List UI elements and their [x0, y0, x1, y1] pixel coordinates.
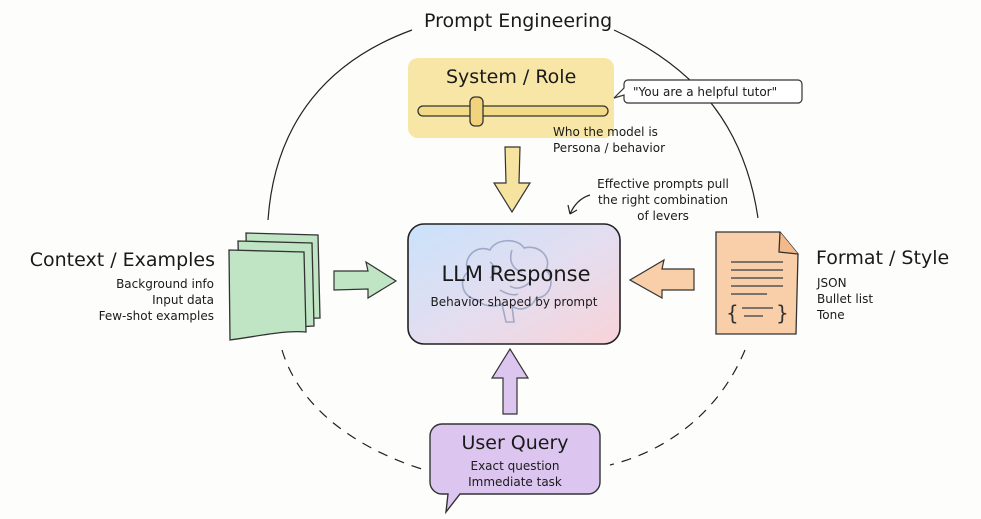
user-query-notes: Exact question Immediate task [430, 458, 600, 490]
context-note: Input data [152, 293, 214, 307]
system-role-quote: "You are a helpful tutor" [633, 85, 778, 99]
annotation-text: Effective prompts pull the right combina… [588, 176, 738, 224]
system-role-title: System / Role [446, 66, 577, 88]
annotation-line: the right combination [597, 193, 729, 207]
context-note: Few-shot examples [98, 309, 214, 323]
cycle-arc-top-left [267, 29, 413, 221]
quote-bubble [613, 79, 803, 104]
system-role-note: Who the model is [553, 125, 658, 139]
user-query-card [429, 423, 601, 515]
context-documents-icon [228, 232, 321, 341]
arrow-format-to-center [628, 258, 695, 300]
format-document-icon [715, 231, 799, 335]
slider-track[interactable] [417, 105, 609, 117]
arrow-context-to-center [333, 260, 398, 300]
format-note: JSON [817, 276, 847, 290]
cycle-arc-bottom-left [281, 349, 426, 471]
llm-response-title: LLM Response [441, 262, 591, 286]
user-query-title: User Query [461, 432, 569, 454]
annotation-line: of levers [637, 209, 689, 223]
format-notes: JSON Bullet list Tone [817, 275, 873, 323]
format-note: Bullet list [817, 292, 874, 306]
context-title: Context / Examples [29, 249, 215, 271]
user-query-note: Immediate task [468, 475, 562, 489]
llm-response-subtitle: Behavior shaped by prompt [430, 295, 598, 309]
system-role-note: Persona / behavior [553, 141, 666, 155]
user-query-note: Exact question [470, 459, 560, 473]
annotation-line: Effective prompts pull [597, 177, 729, 191]
context-notes: Background info Input data Few-shot exam… [99, 276, 214, 324]
context-note: Background info [116, 277, 214, 291]
format-title: Format / Style [816, 247, 950, 269]
arrow-query-to-center [490, 347, 530, 415]
system-role-card [408, 58, 614, 138]
system-role-notes: Who the model is Persona / behavior [553, 124, 665, 156]
llm-response-card [407, 223, 621, 345]
format-note: Tone [817, 308, 845, 322]
annotation-arrow [567, 194, 591, 215]
cycle-arc-top-right [613, 29, 759, 219]
arrow-system-to-center [492, 146, 532, 214]
cycle-arc-bottom-right [609, 349, 746, 466]
page-title: Prompt Engineering [424, 10, 613, 32]
brace-glyph: } [776, 301, 789, 325]
brace-glyph: { [726, 301, 739, 325]
brain-icon [461, 239, 552, 323]
slider-thumb[interactable] [469, 96, 484, 127]
